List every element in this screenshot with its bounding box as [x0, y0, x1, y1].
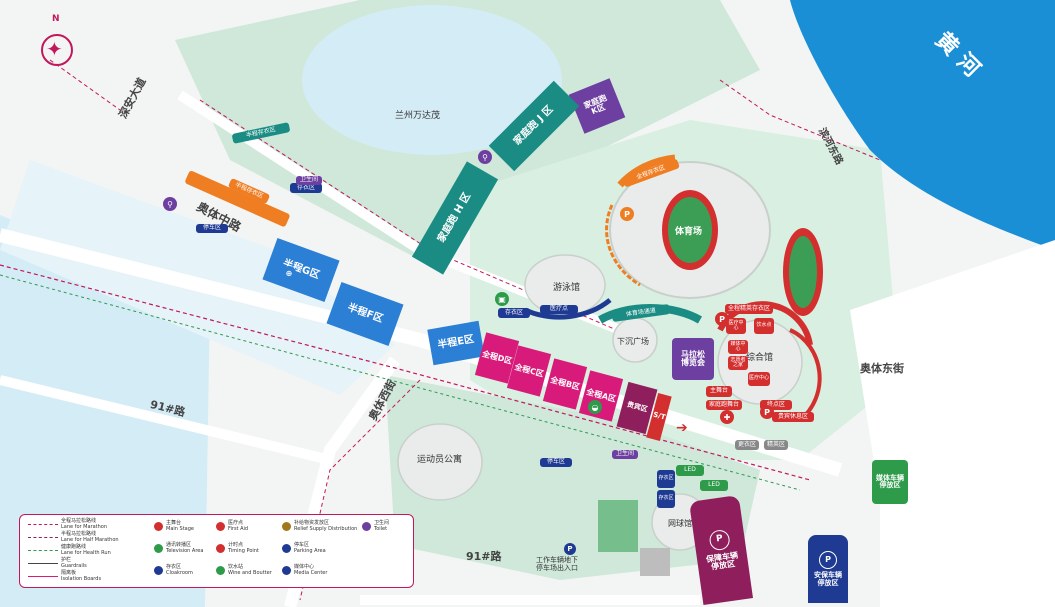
chip-led-a: LED	[676, 465, 704, 476]
venue-stadium: 体育场	[675, 227, 703, 237]
parking-icon: P	[819, 551, 837, 570]
timing-icon	[216, 544, 225, 553]
stage-icon	[154, 522, 163, 531]
mall-lake	[302, 5, 562, 155]
chip-vip-lounge: 贵宾休息区	[772, 412, 814, 422]
legend-icon-item: 媒体中心 Media Center	[282, 564, 327, 576]
chip-medical-center: 医疗中心	[726, 318, 746, 334]
chip-parking-left: 停车区	[196, 224, 228, 233]
legend-item: 全程马拉松路线 Lane for Marathon	[28, 518, 107, 530]
first-aid-icon[interactable]: ✚	[720, 410, 734, 424]
parking-icon	[282, 544, 291, 553]
venue-sunken-plaza: 下沉广场	[617, 337, 649, 346]
road-aoti-east: 奥体东街	[860, 362, 904, 375]
legend-icon-item: 通讯转播区 Television Area	[154, 542, 203, 554]
venue-mall: 兰州万达茂	[395, 111, 441, 121]
water-icon[interactable]: ◒	[588, 400, 602, 414]
media-icon	[282, 566, 291, 575]
chip-family-stage: 家庭跑舞台	[706, 400, 742, 410]
chip-gym-spacer	[752, 320, 776, 322]
chip-storage-1: 存衣区	[498, 308, 530, 318]
timing-icon[interactable]: ⊕	[282, 266, 296, 280]
chip-cloak-2: 存衣区	[657, 490, 675, 508]
venue-gymnasium: 综合馆	[746, 353, 774, 363]
chip-parking-lot: 停车区	[540, 458, 572, 467]
parking-icon[interactable]: P	[620, 207, 634, 221]
road-91-lower: 91#路	[466, 550, 502, 563]
compass-icon: ✦	[46, 37, 63, 61]
parking-icon: P	[708, 528, 731, 552]
legend-icon-item: 主舞台 Main Stage	[154, 520, 194, 532]
chip-cure: 医疗点	[540, 305, 578, 314]
legend-icon-item: 卫生间 Toilet	[362, 520, 389, 532]
legend-icon-item: 饮水站 Wine and Boutter	[216, 564, 272, 576]
cloak-icon	[154, 566, 163, 575]
legend-icon-item: 计时点 Timing Point	[216, 542, 259, 554]
chip-main-stage: 主舞台	[706, 386, 732, 397]
chip-storage-2: 存衣区	[290, 183, 322, 193]
tv-icon	[154, 544, 163, 553]
legend-icon-item: 医疗点 First Aid	[216, 520, 248, 532]
chip-gym-a: 媒体中心	[728, 340, 748, 354]
first-aid-icon	[216, 522, 225, 531]
chip-toilet-a: 卫生间	[296, 176, 322, 185]
chip-water: 饮水点	[754, 318, 774, 334]
chip-toilet-b: 卫生间	[612, 450, 638, 459]
zone-marathon-expo[interactable]: 马拉松 博览会	[672, 338, 714, 380]
legend-icon-item: 存衣区 Cloakroom	[154, 564, 193, 576]
venue-natatorium: 游泳馆	[553, 283, 581, 293]
chip-changing: 更衣区	[735, 440, 759, 450]
security-parking-zone[interactable]: P 安保车辆 停放区	[808, 535, 848, 603]
legend-item: 护栏 Guardrails	[28, 557, 87, 569]
toilet-icon	[362, 522, 371, 531]
tv-icon[interactable]: ▣	[495, 292, 509, 306]
media-parking-zone[interactable]: 媒体车辆 停放区	[872, 460, 908, 504]
chip-led-b: LED	[700, 480, 728, 491]
chip-finish-gate: 终点区	[760, 400, 792, 410]
legend-item: 健康跑路线 Lane for Health Run	[28, 544, 111, 556]
legend-item: 隔离板 Isolation Boards	[28, 570, 101, 582]
yellow-river	[790, 0, 1055, 250]
chip-cloak-1: 存衣区	[657, 470, 675, 488]
chip-elite-area: 精英区	[764, 440, 788, 450]
parking-icon[interactable]: P	[564, 543, 576, 555]
parking-icon[interactable]: P	[760, 405, 774, 419]
supply-icon	[282, 522, 291, 531]
chip-gym-c: 医疗中心	[748, 372, 770, 386]
parking-icon[interactable]: P	[715, 312, 729, 326]
legend-icon-item: 补给物资发放区 Relief Supply Distribution	[282, 520, 357, 532]
underground-parking-label: 工作车辆地下 停车场出入口	[536, 556, 578, 573]
legend-icon-item: 停车区 Parking Area	[282, 542, 326, 554]
compass-north-label: N	[52, 14, 60, 24]
legend: 全程马拉松路线 Lane for Marathon 半程马拉松路线 Lane f…	[19, 514, 414, 588]
direction-arrow-icon: ➔	[676, 420, 688, 436]
venue-tennis: 网球馆	[668, 519, 692, 528]
toilet-icon[interactable]: ⚲	[478, 150, 492, 164]
water-icon	[216, 566, 225, 575]
chip-elite-storage: 全程精英存衣区	[725, 304, 773, 314]
legend-item: 半程马拉松路线 Lane for Half Marathon	[28, 531, 119, 543]
toilet-icon[interactable]: ⚲	[163, 197, 177, 211]
chip-gym-b: 志愿者之家	[728, 356, 748, 370]
venue-apartment: 运动员公寓	[417, 455, 463, 465]
